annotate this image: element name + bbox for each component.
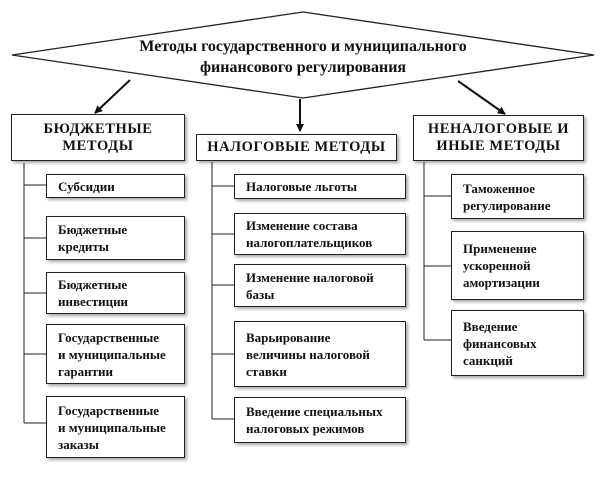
tax-methods-tree xyxy=(211,162,234,420)
tax-method-rate-variation: Варьирование величины налоговой ставки xyxy=(234,321,406,387)
tax-method-special-regimes-label: Введение специальных налоговых режимов xyxy=(246,404,383,436)
nontax-method-amortization: Применение ускоренной амортизации xyxy=(451,231,584,300)
budget-method-procurement-label: Государственные и муниципальные заказы xyxy=(58,402,166,452)
tax-method-special-regimes: Введение специальных налоговых режимов xyxy=(234,397,406,443)
tax-methods-header: НАЛОГОВЫЕ МЕТОДЫ xyxy=(196,134,397,161)
nontax-methods-header: НЕНАЛОГОВЫЕ И ИНЫЕ МЕТОДЫ xyxy=(413,115,584,161)
budget-method-procurement: Государственные и муниципальные заказы xyxy=(46,396,185,458)
title-diamond xyxy=(11,11,595,99)
nontax-method-customs-label: Таможенное регулирование xyxy=(463,180,551,213)
nontax-method-customs: Таможенное регулирование xyxy=(451,174,584,219)
budget-method-loans: Бюджетные кредиты xyxy=(46,216,185,260)
tax-method-base-change: Изменение налоговой базы xyxy=(234,264,406,307)
nontax-method-amortization-label: Применение ускоренной амортизации xyxy=(463,241,540,290)
nontax-method-sanctions-label: Введение финансовых санкций xyxy=(463,318,537,368)
tax-method-base-change-label: Изменение налоговой базы xyxy=(246,269,374,302)
diagram-title: Методы государственного и муниципального… xyxy=(95,36,511,78)
budget-method-subsidies-label: Субсидии xyxy=(58,178,115,194)
tax-method-taxpayer-change-label: Изменение состава налогоплательщиков xyxy=(246,218,373,250)
budget-methods-tree xyxy=(23,163,46,424)
tax-methods-header-text: НАЛОГОВЫЕ МЕТОДЫ xyxy=(207,139,386,155)
tax-method-benefits: Налоговые льготы xyxy=(234,174,406,199)
arrow-to-budget-methods xyxy=(94,79,131,114)
arrow-to-nontax-methods xyxy=(457,80,506,115)
nontax-method-sanctions: Введение финансовых санкций xyxy=(451,310,584,376)
budget-method-guarantees-label: Государственные и муниципальные гарантии xyxy=(58,329,166,379)
budget-methods-header-text: БЮДЖЕТНЫЕ МЕТОДЫ xyxy=(43,120,153,154)
diagram-title-text: Методы государственного и муниципального… xyxy=(139,38,467,76)
budget-method-loans-label: Бюджетные кредиты xyxy=(58,222,128,254)
tax-method-rate-variation-label: Варьирование величины налоговой ставки xyxy=(246,329,370,379)
budget-method-investments-label: Бюджетные инвестиции xyxy=(58,277,129,309)
budget-method-subsidies: Субсидии xyxy=(46,174,185,198)
nontax-methods-header-text: НЕНАЛОГОВЫЕ И ИНЫЕ МЕТОДЫ xyxy=(427,121,570,154)
budget-methods-header: БЮДЖЕТНЫЕ МЕТОДЫ xyxy=(11,114,185,161)
tax-method-benefits-label: Налоговые льготы xyxy=(246,179,358,194)
budget-method-investments: Бюджетные инвестиции xyxy=(46,272,185,314)
budget-method-guarantees: Государственные и муниципальные гарантии xyxy=(46,324,185,384)
nontax-methods-tree xyxy=(423,162,451,341)
tax-method-taxpayer-change: Изменение состава налогоплательщиков xyxy=(234,213,406,255)
